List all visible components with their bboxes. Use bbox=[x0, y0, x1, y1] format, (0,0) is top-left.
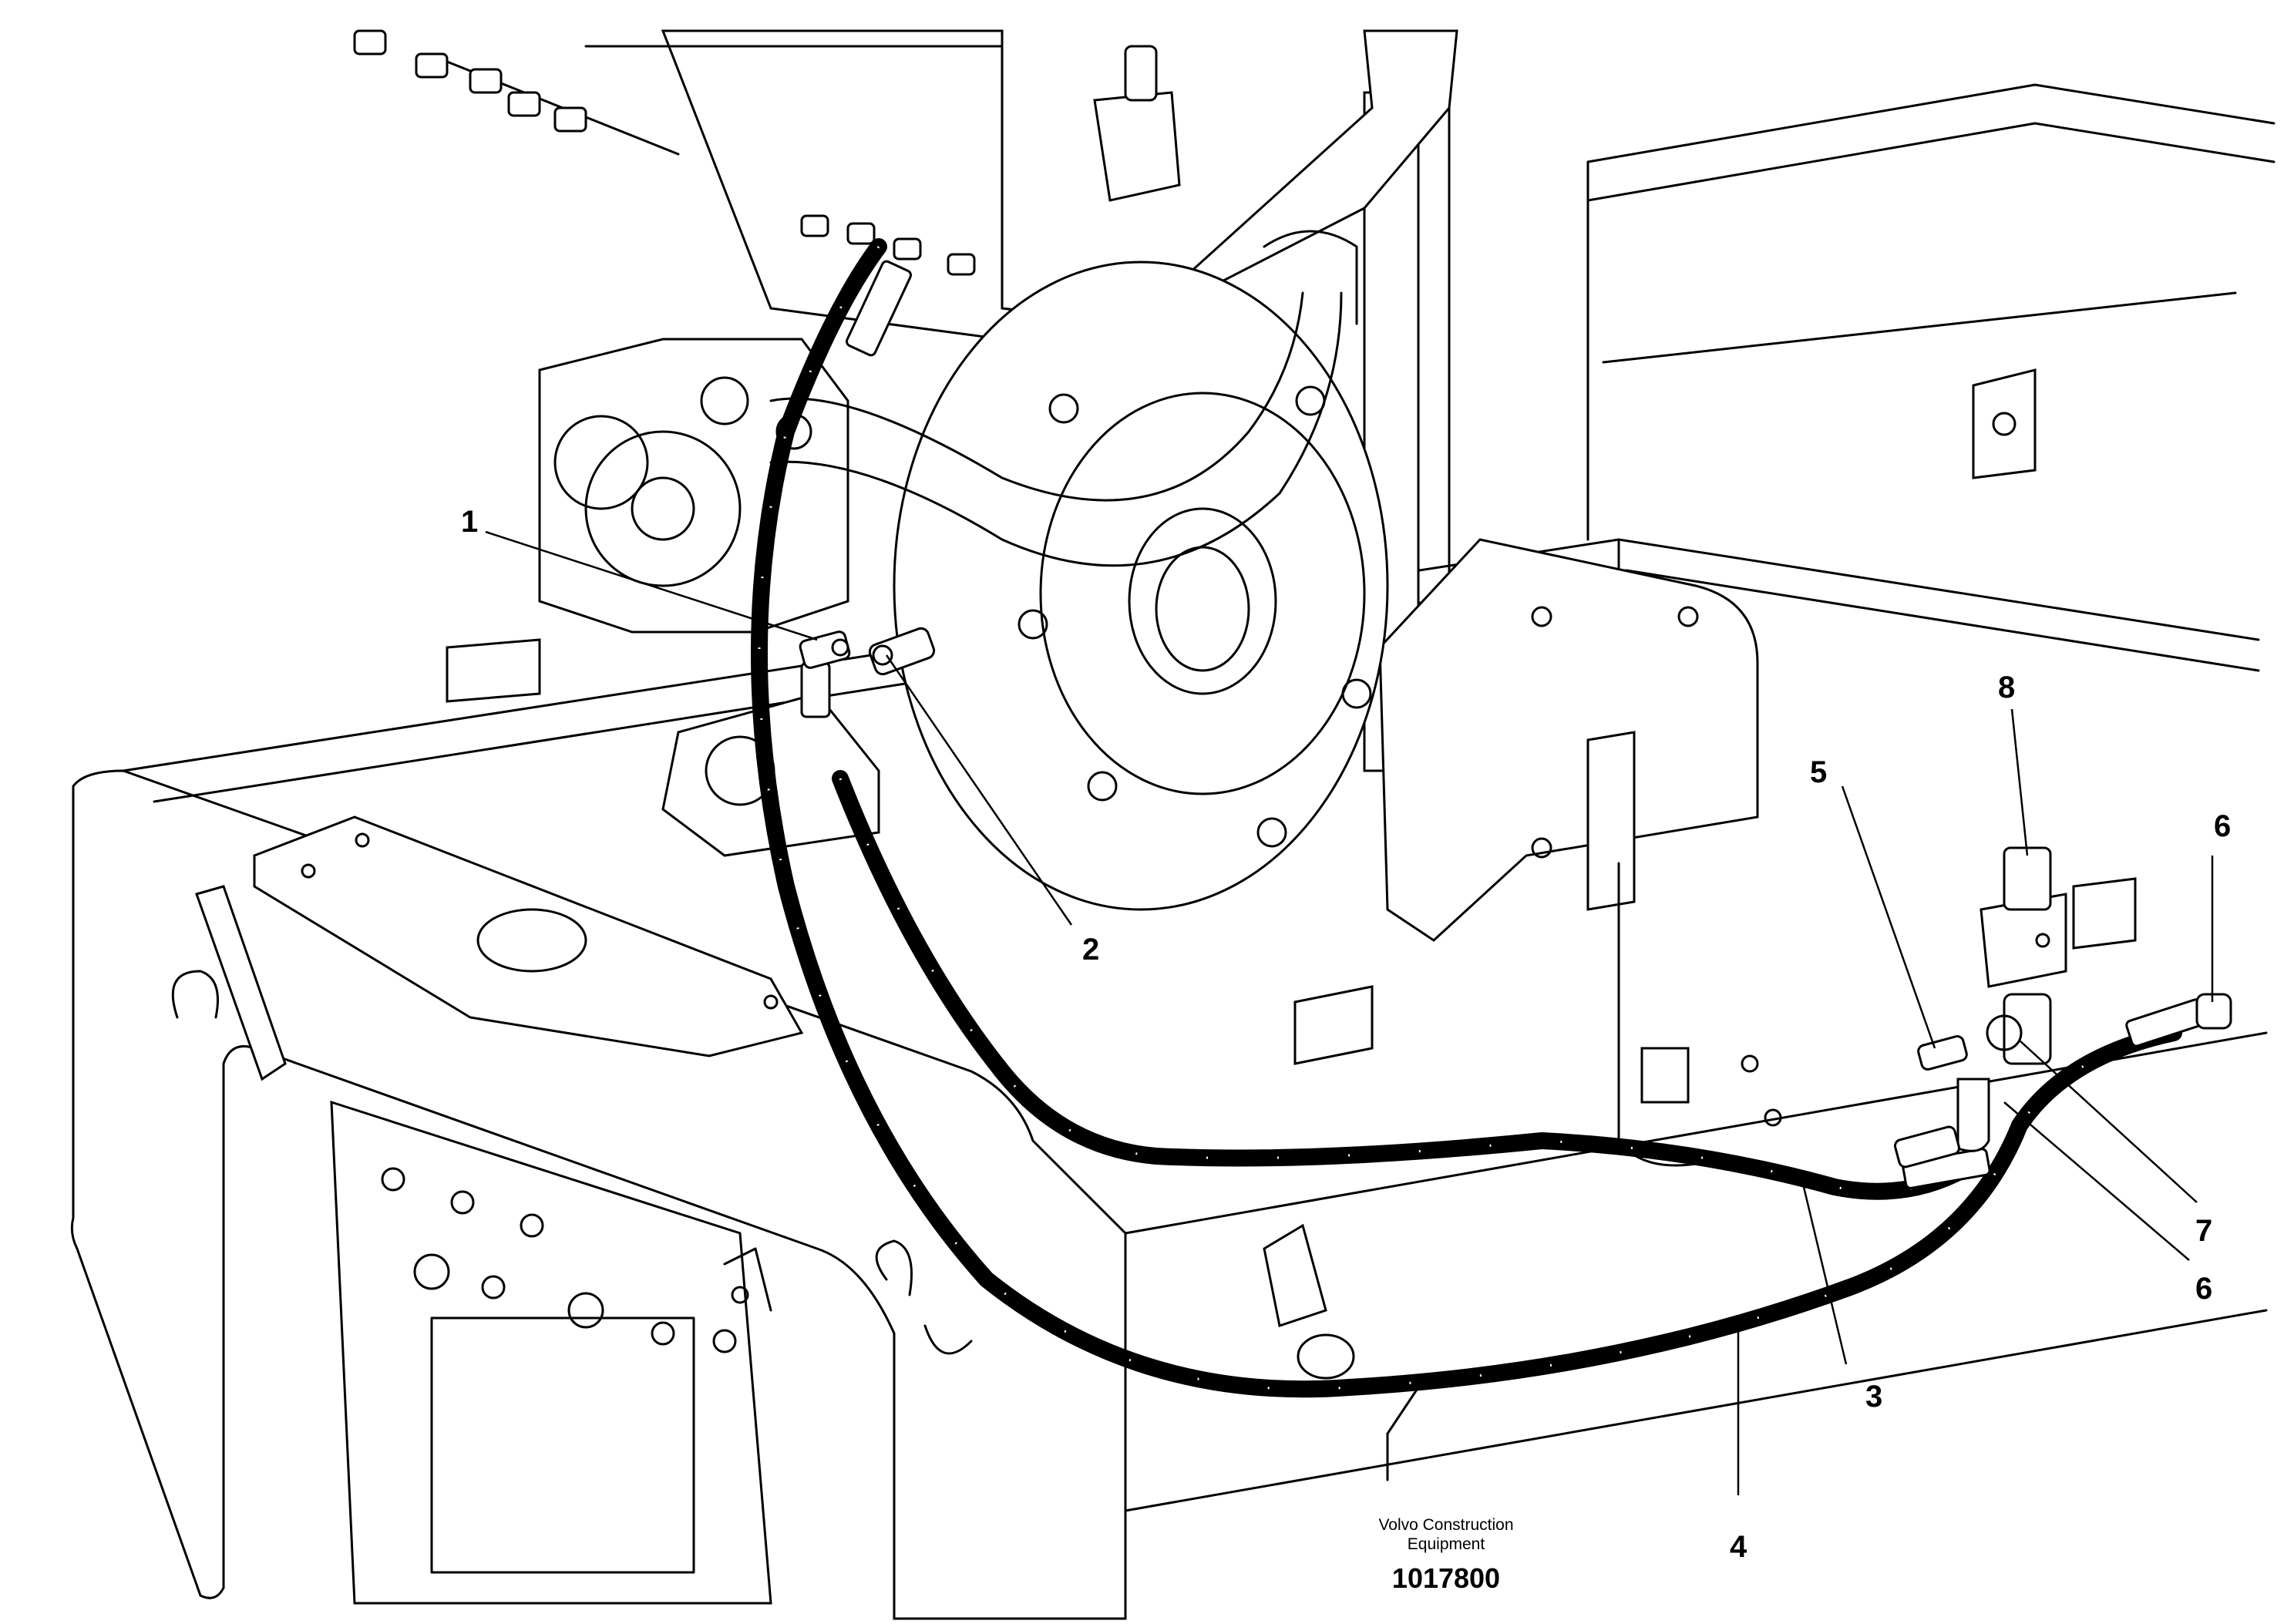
callout-6-lower: 6 bbox=[2195, 1272, 2212, 1306]
valve-8 bbox=[1980, 846, 2137, 988]
hose-end-fittings bbox=[800, 260, 2207, 1189]
fitting-7 bbox=[1986, 993, 2052, 1065]
callout-7: 7 bbox=[2195, 1214, 2212, 1248]
leader-lines bbox=[485, 530, 2214, 1495]
hose-3 bbox=[832, 770, 1982, 1200]
caption-line-2: Equipment bbox=[1408, 1535, 1485, 1553]
callout-8: 8 bbox=[1998, 671, 2015, 704]
fitting-1 bbox=[799, 630, 851, 669]
callout-5: 5 bbox=[1810, 755, 1827, 789]
fitting-6-upper bbox=[2195, 993, 2232, 1030]
fitting-6-lower bbox=[1894, 1078, 1990, 1168]
caption-line-1: Volvo Construction bbox=[1378, 1516, 1513, 1534]
publisher-caption: Volvo Construction Equipment 1017800 bbox=[1378, 1516, 1513, 1594]
top-fittings bbox=[353, 29, 976, 276]
callout-3: 3 bbox=[1865, 1380, 1882, 1414]
callout-2: 2 bbox=[1082, 933, 1099, 967]
engine-housing bbox=[353, 29, 1458, 911]
fitting-5 bbox=[1917, 1035, 1968, 1071]
callout-1: 1 bbox=[461, 505, 478, 539]
callout-4: 4 bbox=[1730, 1530, 1747, 1564]
callout-6-upper: 6 bbox=[2214, 809, 2231, 843]
fitting-2 bbox=[868, 627, 936, 676]
document-number: 1017800 bbox=[1392, 1562, 1500, 1594]
callout-labels: 1 2 3 4 5 6 6 7 8 bbox=[461, 505, 2231, 1564]
chassis-frame bbox=[70, 76, 2276, 1620]
floor-plate bbox=[171, 815, 1782, 1605]
hose-4 bbox=[751, 238, 2182, 1398]
